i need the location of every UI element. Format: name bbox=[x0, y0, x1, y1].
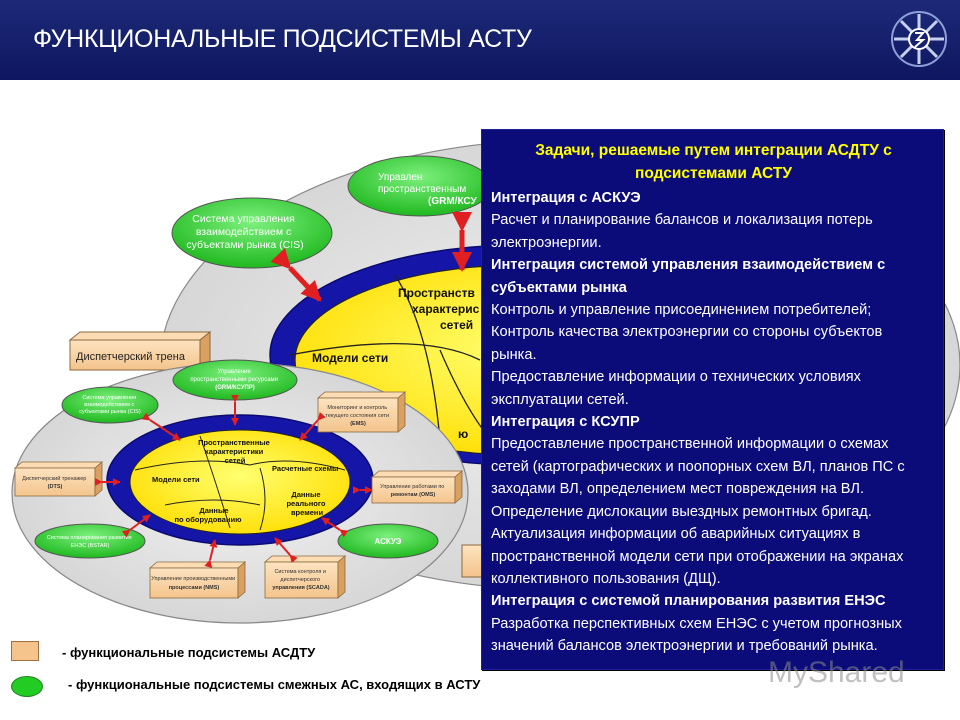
svg-text:Диспетчерский тренажер (: Диспетчерский тренажер (DTS) bbox=[22, 475, 88, 490]
legend-adjacent-swatch bbox=[11, 676, 43, 697]
big-core-fragment: ю bbox=[458, 427, 468, 441]
small-core-spatial: Пространственные характеристики сетей bbox=[198, 438, 272, 465]
legend-asdtu-swatch bbox=[11, 641, 39, 661]
panel-text-line: Определение дислокации выездных ремонтны… bbox=[491, 503, 872, 520]
big-grm-label: Управлен пространственным (GRM/КСУ bbox=[378, 172, 478, 207]
panel-text-line: Предоставление информации о технических … bbox=[491, 369, 861, 386]
panel-text-line: Предоставление пространственной информац… bbox=[491, 436, 889, 453]
small-askue-ellipse bbox=[337, 523, 439, 559]
panel-text-line: рынка. bbox=[491, 346, 537, 363]
legend-adjacent-label: - функциональные подсистемы смежных АС, … bbox=[68, 677, 481, 692]
panel-text-line: Контроль и управление присоединением пот… bbox=[491, 302, 872, 319]
small-core-realtime: Данные реального времени bbox=[286, 490, 327, 517]
panel-text-line: эксплуатации сетей. bbox=[491, 391, 629, 408]
panel-text-line: значений балансов электроэнергии и требо… bbox=[491, 638, 878, 655]
svg-text:Диспетчерский трена: Диспетчерский трена bbox=[76, 351, 186, 363]
panel-heading-line: Интеграция с КСУПР bbox=[491, 414, 640, 431]
panel-heading-line: Интеграция с АСКУЭ bbox=[491, 190, 641, 206]
svg-text:Мониторинг и контроль те: Мониторинг и контроль текущего состояния… bbox=[325, 405, 390, 427]
panel-text-line: коллективного пользования (ДЩ). bbox=[491, 570, 721, 587]
panel-text-line: Контроль качества электроэнергии со стор… bbox=[491, 324, 883, 341]
panel-heading-line: Интеграция системой управления взаимодей… bbox=[491, 257, 886, 274]
big-dispatcher-box: Диспетчерский трена bbox=[68, 330, 212, 372]
svg-text:Управление производственными: Управление производственными процессами … bbox=[151, 576, 236, 591]
small-dts-box: Диспетчерский тренажер (DTS) bbox=[13, 461, 104, 497]
big-core-spatial: Пространств характерис сетей bbox=[398, 286, 483, 332]
tasks-panel-body: Интеграция с АСКУЭ Расчет и планирование … bbox=[491, 187, 939, 658]
small-askue-label: АСКУЭ bbox=[375, 537, 402, 546]
panel-text-line: Актуализация информации об аварийных сит… bbox=[491, 526, 861, 543]
tasks-panel-title: Задачи, решаемые путем интеграции АСДТУ … bbox=[535, 142, 892, 182]
small-oms-box: Управление работами по ремонтам (OMS) bbox=[370, 470, 464, 504]
small-grm-label: Управление пространственными ресурсами (… bbox=[190, 369, 279, 391]
small-yellow-core bbox=[129, 429, 351, 535]
small-core-calc: Расчетные схемы bbox=[272, 464, 338, 473]
panel-text-line: Расчет и планирование балансов и локализ… bbox=[491, 212, 873, 229]
panel-heading-line: субъектами рынка bbox=[491, 279, 627, 296]
panel-text-line: сетей (картографических и поопорных схем… bbox=[491, 458, 905, 475]
svg-text:Система контроля и диспе: Система контроля и диспетчерского управл… bbox=[272, 569, 329, 591]
small-bstar-ellipse bbox=[34, 523, 146, 559]
small-core-models: Модели сети bbox=[152, 475, 200, 484]
svg-text:Управление работами по р: Управление работами по ремонтам (OMS) bbox=[380, 484, 446, 498]
header-bar: ФУНКЦИОНАЛЬНЫЕ ПОДСИСТЕМЫ АСТУ bbox=[0, 0, 960, 80]
small-scada-box: Система контроля и диспетчерского управл… bbox=[263, 555, 347, 599]
legend-asdtu-label: - функциональные подсистемы АСДТУ bbox=[62, 645, 316, 660]
panel-text-line: заходами ВЛ, определением мест поврежден… bbox=[491, 481, 865, 498]
slide-title: ФУНКЦИОНАЛЬНЫЕ ПОДСИСТЕМЫ АСТУ bbox=[33, 25, 532, 53]
small-cis-label: Система управления взаимодействием с суб… bbox=[79, 395, 141, 415]
small-bstar-label: Система планирования развития ЕНЭС (BSTA… bbox=[47, 535, 133, 549]
small-cis-ellipse bbox=[61, 386, 159, 424]
small-core-equipment: Данные по оборудованию bbox=[174, 506, 242, 524]
big-arrow-cis bbox=[270, 248, 322, 302]
panel-heading-line: Интеграция с системой планирования разви… bbox=[491, 593, 886, 610]
big-cis-label: Система управления взаимодействием с суб… bbox=[186, 213, 303, 251]
watermark: MyShared bbox=[768, 656, 905, 689]
small-nms-box: Управление производственными процессами … bbox=[148, 561, 247, 599]
small-ems-box: Мониторинг и контроль текущего состояния… bbox=[316, 391, 407, 433]
panel-text-line: пространственной модели сети при отображ… bbox=[491, 548, 904, 565]
company-logo-icon bbox=[891, 11, 947, 67]
big-core-models: Модели сети bbox=[312, 351, 388, 365]
tasks-panel: Задачи, решаемые путем интеграции АСДТУ … bbox=[481, 129, 944, 670]
panel-text-line: Разработка перспективных схем ЕНЭС с уче… bbox=[491, 615, 902, 632]
panel-text-line: электроэнергии. bbox=[491, 234, 602, 251]
